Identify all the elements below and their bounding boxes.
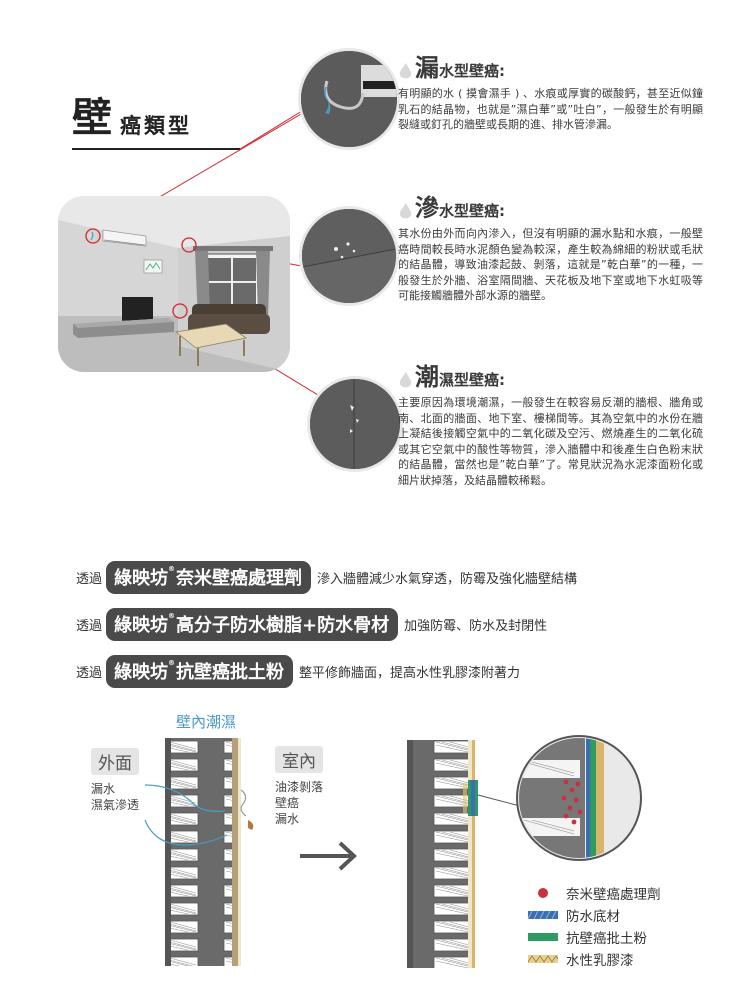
section-heading: 漏 水型壁癌: <box>398 56 703 80</box>
legend: 奈米壁癌處理劑 防水底材 抗壁癌批土粉 水性乳膠漆 <box>528 882 661 970</box>
brand-name: 綠映坊 <box>114 568 169 589</box>
title-lead-char: 壁 <box>72 95 112 141</box>
green-bar-swatch <box>528 933 558 941</box>
callout-seep <box>299 206 399 306</box>
product-prefix: 透過 <box>76 619 103 634</box>
legend-item-waterproof: 防水底材 <box>528 904 661 926</box>
product-name-pill: 綠映坊®高分子防水樹脂+防水骨材 <box>106 608 399 641</box>
blue-hatch-swatch <box>528 911 558 919</box>
red-dot-icon <box>528 888 558 898</box>
product-line-putty: 透過 綠映坊®抗壁癌批土粉 整平修飾牆面，提高水性乳膠漆附著力 <box>76 655 520 688</box>
section-leak: 漏 水型壁癌: 有明顯的水 ( 摸會濕手 ) 、水痕或厚實的碳酸鈣，甚至近似鐘乳… <box>398 56 703 133</box>
water-drop-icon <box>398 203 413 220</box>
legend-item-nano: 奈米壁癌處理劑 <box>528 882 661 904</box>
water-drop-icon <box>398 63 413 80</box>
product-line-resin: 透過 綠映坊®高分子防水樹脂+防水骨材 加強防霉、防水及封閉性 <box>76 608 547 641</box>
page-title: 壁 癌類型 <box>72 98 192 138</box>
section-body: 主要原因為環境潮濕，一般發生在較容易反潮的牆根、牆角或南、北面的牆面、地下室、樓… <box>398 396 703 487</box>
legend-label: 防水底材 <box>566 909 620 925</box>
registered-mark: ® <box>168 659 176 667</box>
section-lead-char: 漏 <box>415 54 439 82</box>
product-prefix: 透過 <box>76 666 103 681</box>
arrow-right-icon <box>300 841 357 871</box>
callout-leak <box>298 48 400 150</box>
product-name: 高分子防水樹脂+防水骨材 <box>176 615 390 636</box>
section-lead-char: 潮 <box>415 363 439 391</box>
section-heading: 滲 水型壁癌: <box>398 196 703 220</box>
section-lead-char: 滲 <box>415 194 439 222</box>
tan-zigzag-swatch <box>528 955 558 963</box>
section-heading-text: 水型壁癌: <box>439 202 505 220</box>
product-name: 奈米壁癌處理劑 <box>176 568 303 589</box>
product-description: 滲入牆體減少水氣穿透，防霉及強化牆壁結構 <box>317 572 578 587</box>
outside-tag: 外面 <box>91 748 139 775</box>
inside-tag: 室內 <box>275 746 323 773</box>
section-body: 有明顯的水 ( 摸會濕手 ) 、水痕或厚實的碳酸鈣，甚至近似鐘乳石的結晶物，也就… <box>398 87 703 131</box>
product-name-pill: 綠映坊®抗壁癌批土粉 <box>106 655 294 688</box>
legend-item-latex: 水性乳膠漆 <box>528 948 661 970</box>
brand-name: 綠映坊 <box>114 662 169 683</box>
outside-label-leak: 漏水 <box>91 782 116 796</box>
water-drop-icon <box>398 372 413 389</box>
product-description: 加強防霉、防水及封閉性 <box>404 619 548 634</box>
inside-label-leak: 漏水 <box>275 812 300 826</box>
product-description: 整平修飾牆面，提高水性乳膠漆附著力 <box>299 666 521 681</box>
registered-mark: ® <box>168 612 176 620</box>
section-body: 其水份由外而向內滲入，但沒有明顯的漏水點和水痕，一般壁癌時間較長時水泥顏色變為較… <box>398 227 703 302</box>
product-prefix: 透過 <box>76 572 103 587</box>
product-name: 抗壁癌批土粉 <box>176 662 285 683</box>
room-illustration <box>58 196 290 372</box>
title-underline <box>72 148 240 150</box>
section-humid: 潮 濕型壁癌: 主要原因為環境潮濕，一般發生在較容易反潮的牆根、牆角或南、北面的… <box>398 365 703 488</box>
section-heading-text: 水型壁癌: <box>439 62 505 80</box>
legend-label: 水性乳膠漆 <box>566 953 634 969</box>
legend-label: 奈米壁癌處理劑 <box>566 887 661 903</box>
inside-label-efflorescence: 壁癌 <box>275 796 300 810</box>
inside-label-peeling: 油漆剝落 <box>275 780 324 794</box>
outside-label-moisture: 濕氣滲透 <box>91 798 140 812</box>
callout-humid <box>307 376 403 472</box>
legend-item-putty: 抗壁癌批土粉 <box>528 926 661 948</box>
wall-after <box>407 740 478 968</box>
title-rest: 癌類型 <box>120 113 192 138</box>
wall-before <box>144 738 254 966</box>
brand-name: 綠映坊 <box>114 615 169 636</box>
product-name-pill: 綠映坊®奈米壁癌處理劑 <box>106 561 312 594</box>
section-heading: 潮 濕型壁癌: <box>398 365 703 389</box>
section-heading-text: 濕型壁癌: <box>439 371 505 389</box>
registered-mark: ® <box>168 565 176 573</box>
product-line-nano: 透過 綠映坊®奈米壁癌處理劑 滲入牆體減少水氣穿透，防霉及強化牆壁結構 <box>76 561 577 594</box>
legend-label: 抗壁癌批土粉 <box>566 931 647 947</box>
section-seep: 滲 水型壁癌: 其水份由外而向內滲入，但沒有明顯的漏水點和水痕，一般壁癌時間較長… <box>398 196 703 304</box>
zoom-detail <box>516 735 642 861</box>
wall-diagram-title: 壁內潮濕 <box>176 713 237 731</box>
